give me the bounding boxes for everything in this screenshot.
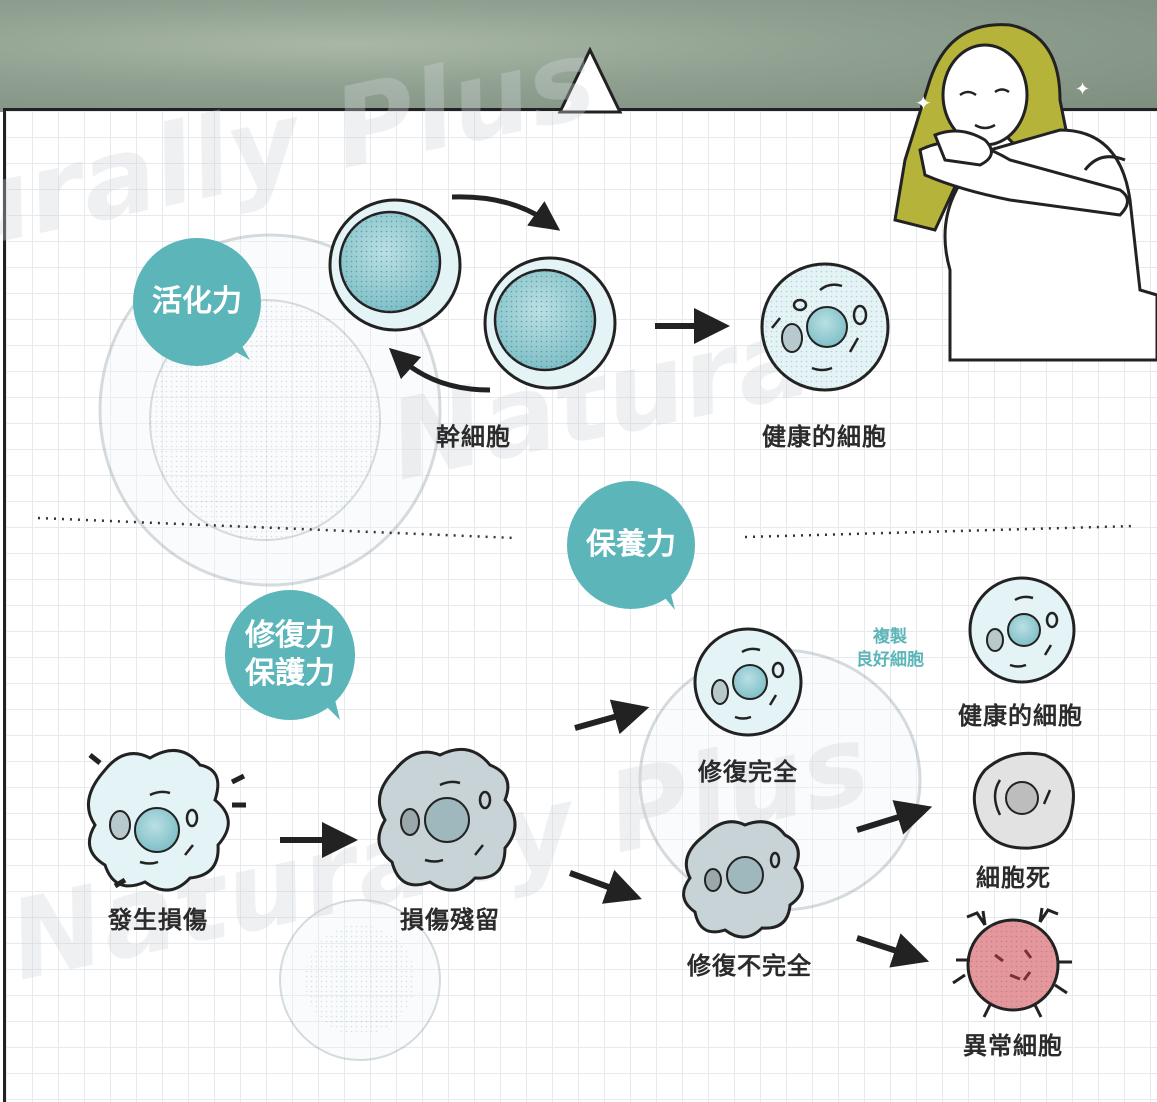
svg-text:✦: ✦ — [1075, 79, 1090, 100]
label-healthy-bottom: 健康的細胞 — [958, 702, 1083, 730]
svg-text:✦: ✦ — [915, 91, 932, 115]
cycle-arrow-top — [451, 194, 561, 231]
divider-right — [744, 524, 1136, 539]
abnormal-cell — [952, 907, 1072, 1018]
badge-maintenance: 保養力 — [586, 527, 676, 562]
label-complete: 修復完全 — [698, 758, 798, 786]
svg-text:urally Plus: urally Plus — [0, 14, 605, 275]
label-abnormal: 異常細胞 — [963, 1032, 1063, 1060]
badge-repair-line1: 修復力 — [245, 618, 335, 653]
replication-note-line2: 良好細胞 — [856, 650, 924, 670]
bubbles — [133, 238, 695, 720]
arrow-to-complete — [574, 699, 650, 735]
damaged-cell — [87, 749, 246, 892]
stem-cell-2 — [483, 256, 617, 390]
arrow-to-incomplete — [568, 869, 642, 904]
cycle-arrow-bottom — [388, 347, 491, 393]
badge-activation: 活化力 — [152, 284, 242, 319]
replication-note: 複製 良好細胞 — [842, 626, 938, 672]
arrow-to-death — [856, 800, 933, 835]
label-incomplete: 修復不完全 — [687, 952, 812, 980]
repaired-cell — [693, 627, 803, 737]
woman-illustration: ✦ ✦ — [893, 23, 1157, 362]
arrow-to-abnormal — [856, 933, 930, 968]
label-damage: 發生損傷 — [108, 906, 208, 934]
healthy-cell-top — [760, 262, 890, 392]
badge-repair-line2: 保護力 — [245, 656, 335, 691]
label-healthy-top: 健康的細胞 — [762, 423, 887, 451]
residual-cell — [377, 747, 517, 892]
label-cell-death: 細胞死 — [976, 864, 1051, 892]
stem-cell-1 — [328, 198, 462, 332]
incomplete-cell — [682, 820, 804, 939]
banner-notch — [557, 46, 623, 114]
replication-note-line1: 複製 — [873, 627, 907, 647]
dead-cell — [972, 751, 1075, 850]
label-residual: 損傷殘留 — [400, 906, 500, 934]
label-stem-cell: 幹細胞 — [436, 423, 511, 451]
healthy-cell-bottom — [968, 576, 1076, 684]
